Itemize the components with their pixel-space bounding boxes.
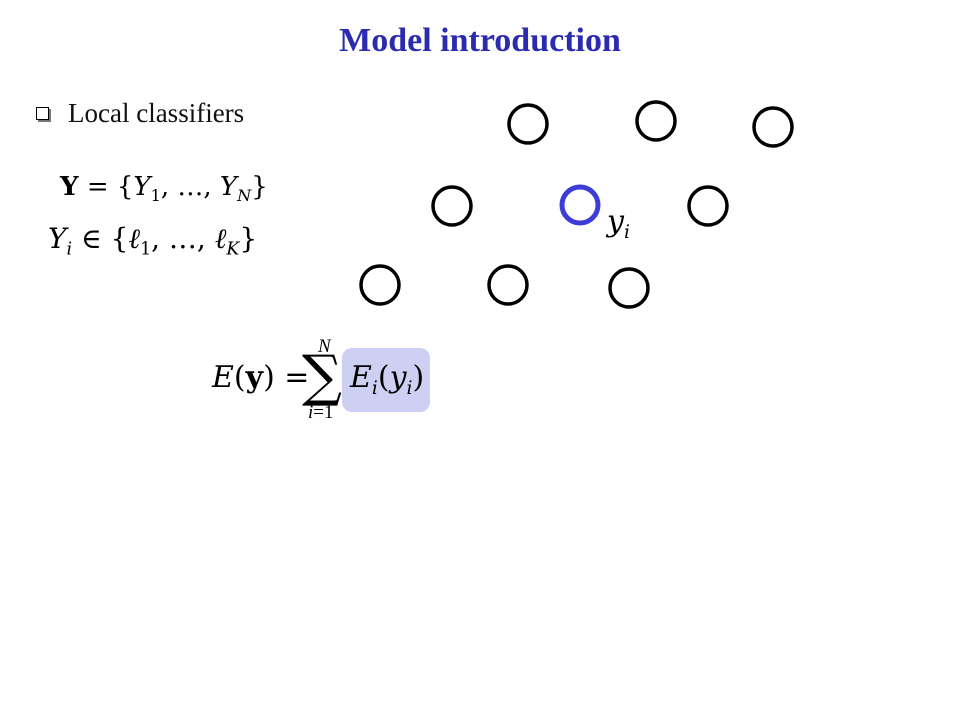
bullet-text: Local classifiers [68,98,245,128]
node [635,100,677,142]
node [507,103,549,145]
node [359,264,401,306]
node [608,267,650,309]
bullet-square-icon [36,107,49,120]
node [687,185,729,227]
unary-term-highlight [342,348,430,412]
summation-upper-limit: N [318,336,331,357]
slide-title: Model introduction [339,22,621,59]
unary-term: Ei(yi) [350,360,425,399]
formula-label-domain: Yi ∈ {ℓ1, …, ℓK} [48,222,258,260]
node [431,185,473,227]
summation-lower-limit: i=1 [308,402,334,423]
node-label: yi [607,204,630,243]
formula-energy-lhs: E(y) = [212,360,310,395]
summation-symbol: ∑ [302,344,342,409]
node [752,106,794,148]
node-highlighted [559,184,601,226]
bullet-item: Local classifiers [36,98,244,129]
node [487,264,529,306]
formula-variable-set: Y = {Y1, …, YN} [60,172,268,206]
